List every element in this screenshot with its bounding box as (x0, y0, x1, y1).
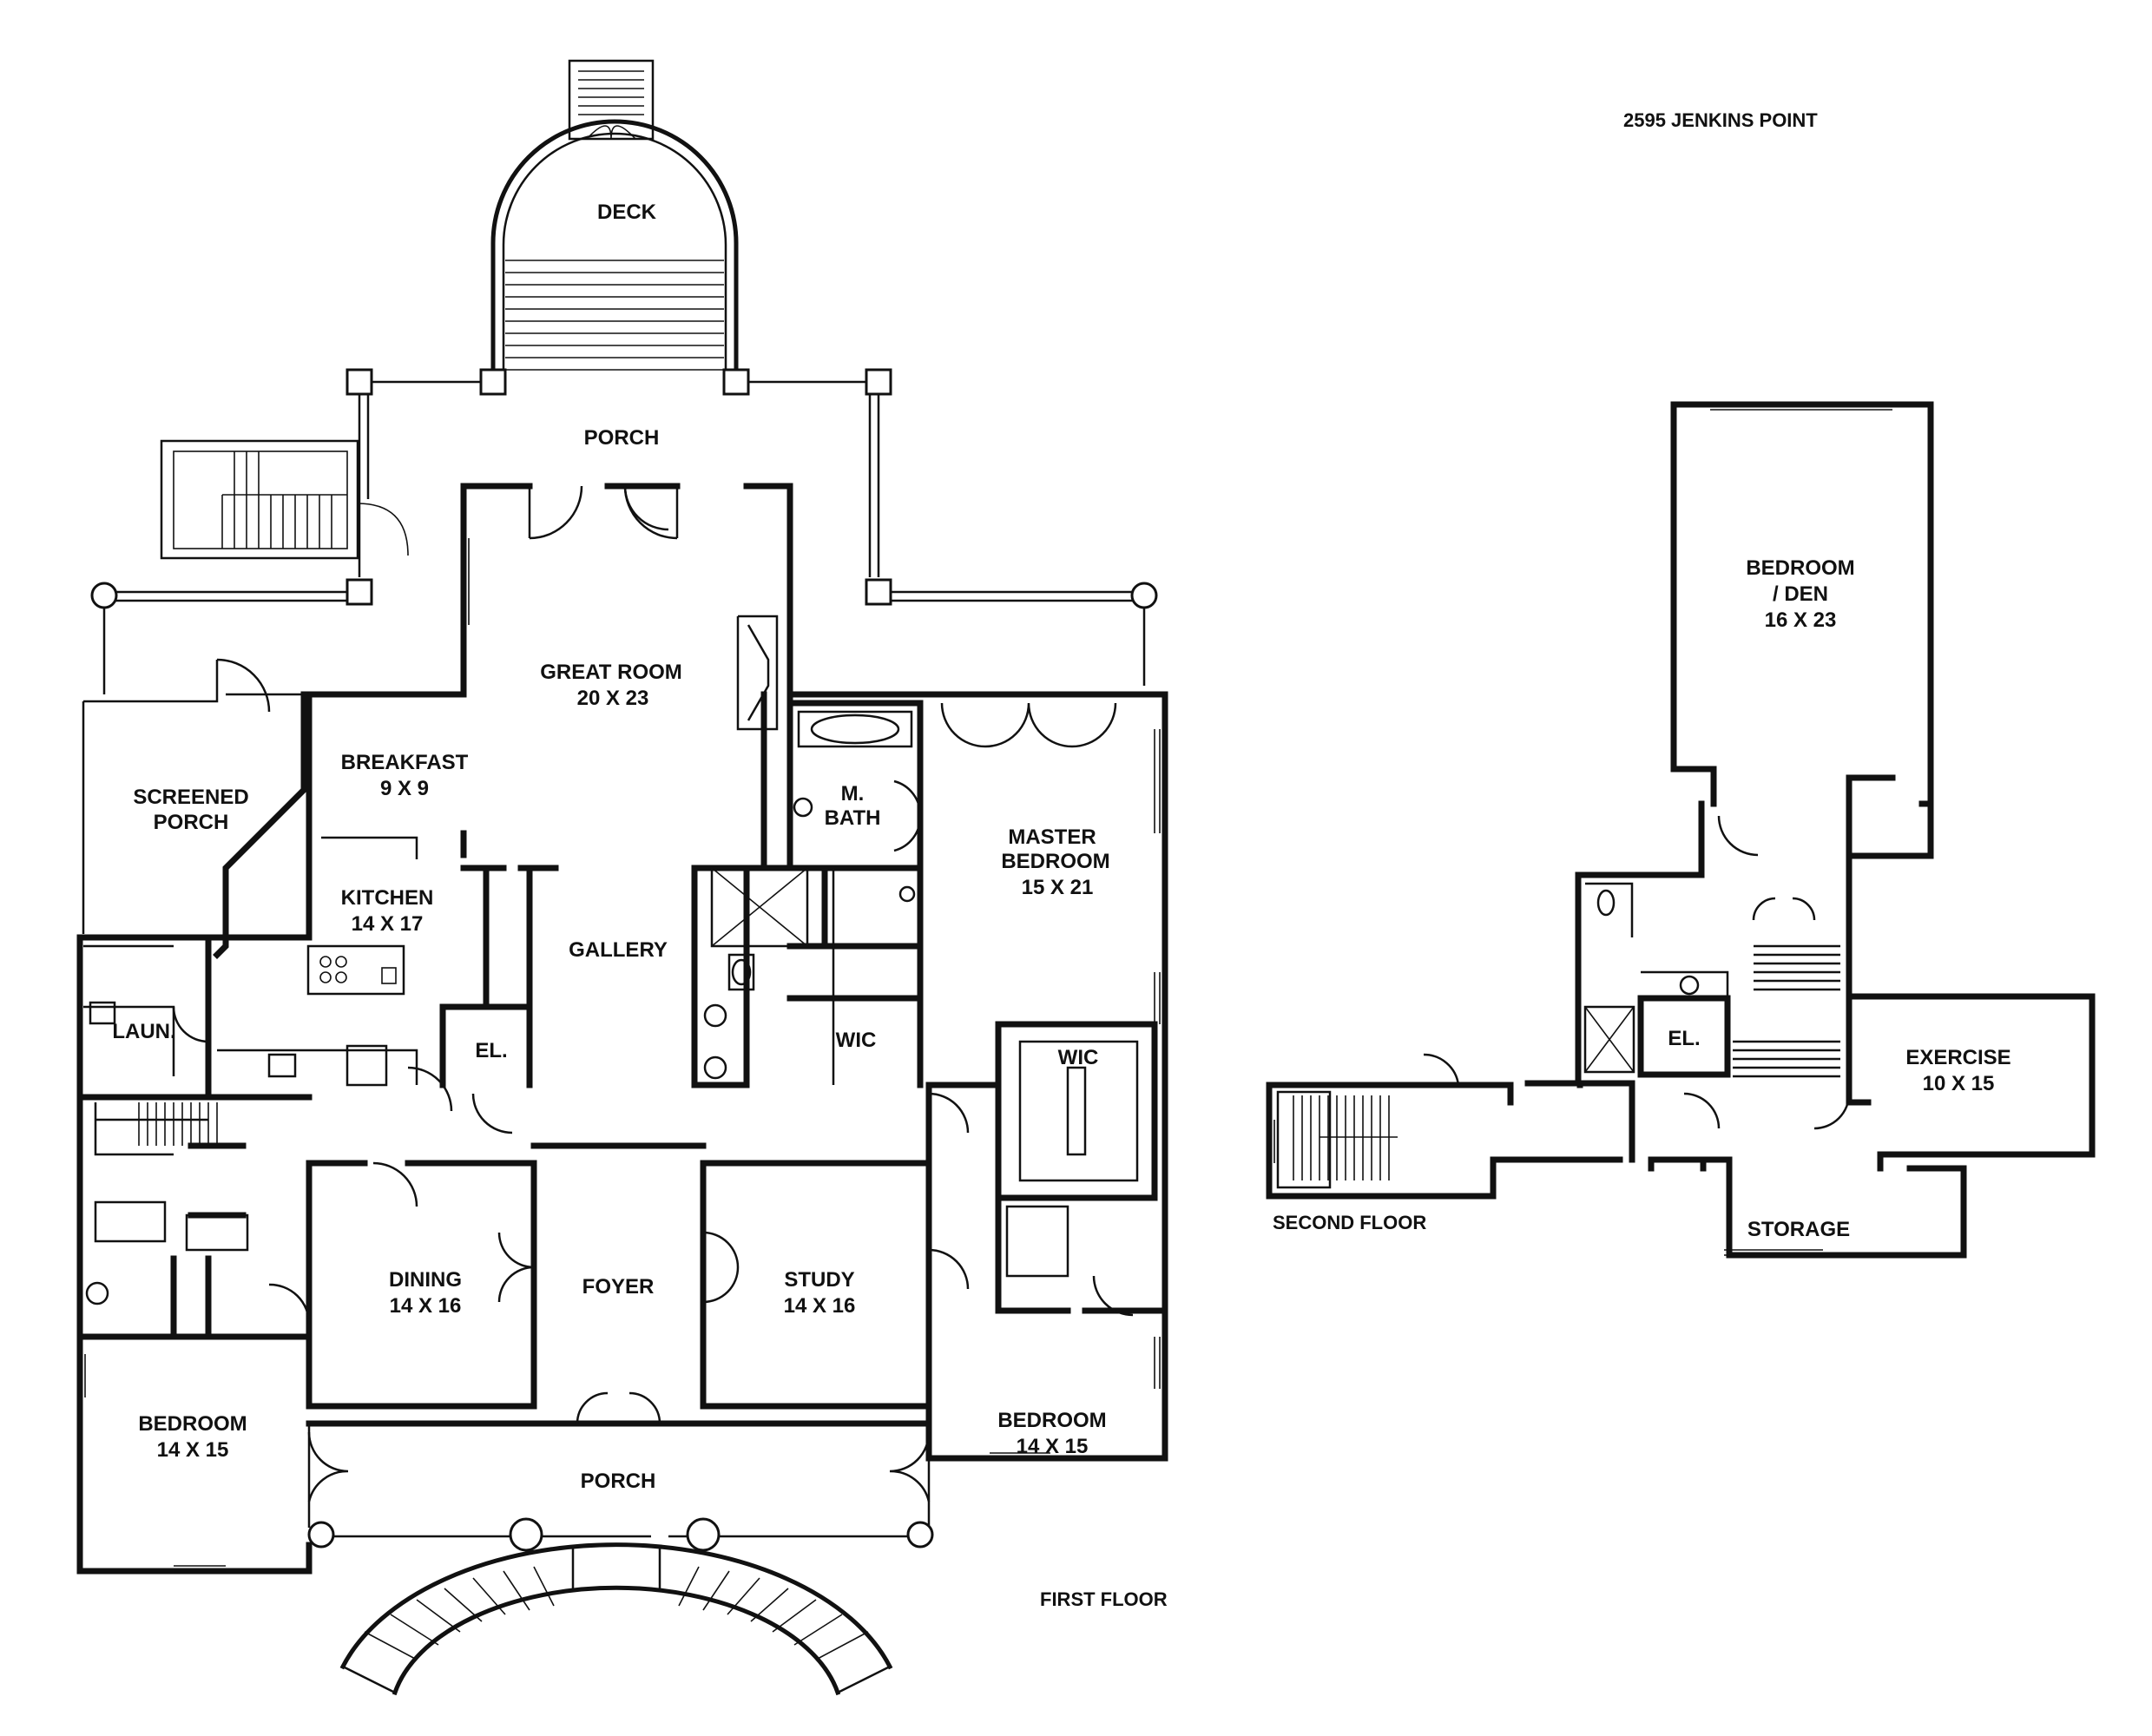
room-size-bedroom-left: 14 X 15 (157, 1438, 229, 1462)
porch-post (865, 578, 892, 606)
room-label-bedroom-right: BEDROOM (997, 1409, 1106, 1432)
room-size-great-room: 20 X 23 (577, 687, 649, 710)
kitchen-fixtures (83, 944, 418, 1087)
room-label-dining: DINING (389, 1268, 462, 1292)
room-label-breakfast: BREAKFAST (341, 751, 469, 774)
porch-post (479, 368, 507, 396)
porch-column (906, 1521, 934, 1549)
first-floor-labels: DECK PORCH GREAT ROOM 20 X 23 BREAKFAST … (112, 201, 1167, 1610)
plan-title: 2595 JENKINS POINT (1623, 109, 1818, 131)
porch-post (865, 368, 892, 396)
porch-post (346, 578, 373, 606)
room-size-exercise: 10 X 15 (1923, 1072, 1995, 1095)
room-size-master-bedroom: 15 X 21 (1022, 876, 1094, 899)
room-label-master: MASTER (1008, 825, 1096, 849)
room-label-m: M. (841, 782, 865, 806)
room-label-porch-rear: PORCH (584, 426, 660, 450)
room-label-bedroom-left: BEDROOM (138, 1412, 247, 1436)
porch-post (346, 368, 373, 396)
room-label-porch-front: PORCH (581, 1470, 656, 1493)
room-label-deck: DECK (597, 201, 657, 224)
room-label-study: STUDY (784, 1268, 854, 1292)
room-label-wic-bath: WIC (836, 1029, 877, 1052)
second-floor-labels: BEDROOM / DEN 16 X 23 EL. EXERCISE 10 X … (1273, 556, 2011, 1241)
room-label-screened: SCREENED (133, 786, 248, 809)
room-label-bedroom: BEDROOM (1746, 556, 1854, 580)
porch-column (90, 582, 118, 609)
deck-structure (490, 119, 739, 385)
side-exterior-stair (160, 439, 409, 560)
porch-post (722, 368, 750, 396)
room-size-study: 14 X 16 (784, 1294, 856, 1318)
room-size-kitchen: 14 X 17 (352, 912, 424, 936)
rear-porch-railing (90, 368, 1158, 694)
room-size-bedroom-den: 16 X 23 (1765, 608, 1837, 632)
room-size-breakfast: 9 X 9 (380, 777, 429, 800)
room-label-great-room: GREAT ROOM (540, 661, 682, 684)
room-label-master-bedroom: BEDROOM (1001, 850, 1109, 873)
room-label-storage: STORAGE (1747, 1218, 1850, 1241)
second-floor-label: SECOND FLOOR (1273, 1212, 1426, 1233)
room-label-screened-porch: PORCH (154, 811, 229, 834)
room-label-wic-right: WIC (1058, 1046, 1099, 1069)
windows (79, 538, 1161, 1572)
room-label-laundry: LAUN. (112, 1020, 175, 1043)
interior-stair (138, 1102, 218, 1146)
room-label-foyer: FOYER (582, 1275, 655, 1299)
room-label-elevator-second: EL. (1668, 1027, 1700, 1050)
room-label-kitchen: KITCHEN (341, 886, 434, 910)
doors (172, 485, 1134, 1503)
porch-column (1130, 582, 1158, 609)
first-floor-plan: DECK PORCH GREAT ROOM 20 X 23 BREAKFAST … (76, 59, 1168, 1696)
room-label-gallery: GALLERY (569, 938, 668, 962)
room-size-dining: 14 X 16 (390, 1294, 462, 1318)
room-label-exercise: EXERCISE (1905, 1046, 2011, 1069)
porch-column (509, 1517, 543, 1552)
porch-column (686, 1517, 721, 1552)
room-label-bath: BATH (825, 806, 881, 830)
room-size-bedroom-right: 14 X 15 (1017, 1435, 1089, 1458)
front-curved-stair (307, 1517, 934, 1696)
master-bath-fixtures (703, 797, 916, 1080)
room-label-den: / DEN (1773, 582, 1828, 606)
porch-column (307, 1521, 335, 1549)
rear-stair (568, 59, 655, 141)
first-floor-label: FIRST FLOOR (1040, 1588, 1168, 1610)
second-floor-plan: BEDROOM / DEN 16 X 23 EL. EXERCISE 10 X … (1266, 401, 2096, 1259)
room-label-elevator: EL. (475, 1039, 507, 1062)
